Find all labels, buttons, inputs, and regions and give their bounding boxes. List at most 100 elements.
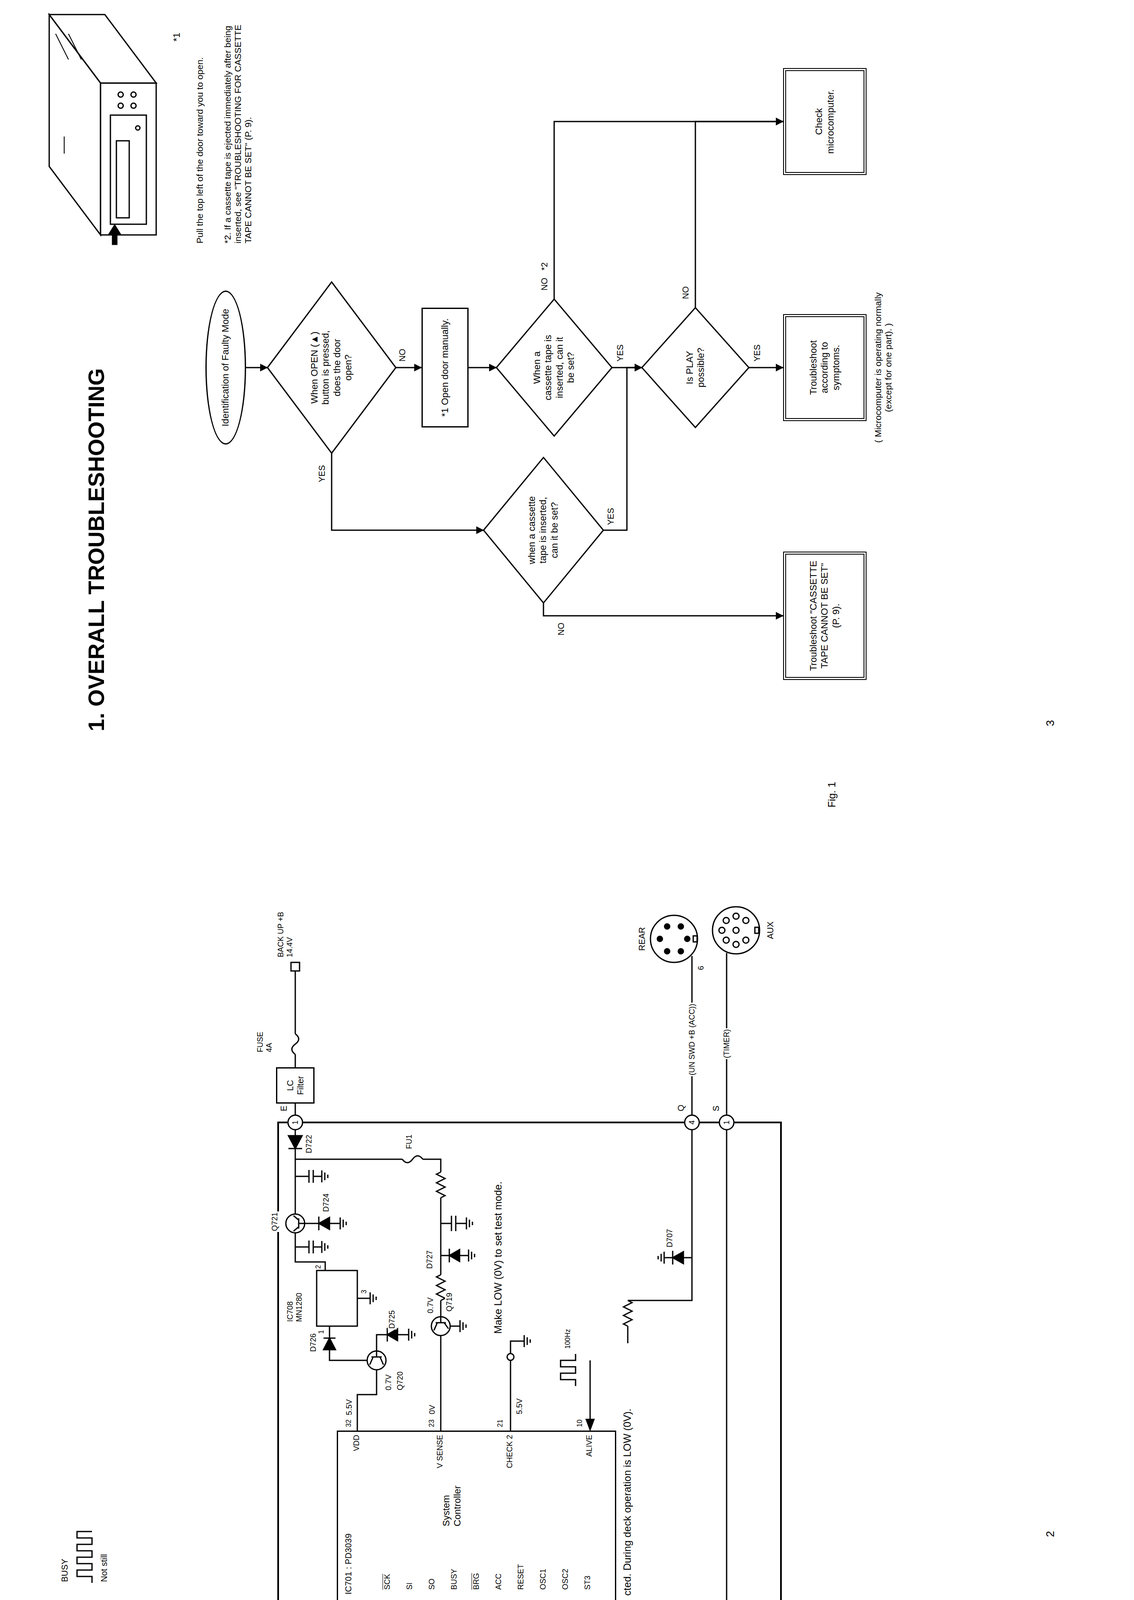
callout-label: 32 bbox=[344, 1418, 353, 1428]
callout-label: 1 bbox=[290, 1119, 300, 1126]
callout-label: ST3 bbox=[583, 1574, 593, 1591]
callout-label: BRG bbox=[472, 1572, 481, 1591]
node-text: when a cassette tape is inserted, can it… bbox=[526, 495, 561, 566]
process-box: *1 Open door manually. bbox=[421, 307, 469, 428]
callout-label: 2 bbox=[1044, 1530, 1057, 1538]
busy-waveform bbox=[77, 1531, 93, 1583]
callout-label: *1 bbox=[171, 31, 182, 43]
voltage-sense-circuit bbox=[295, 1155, 475, 1431]
connector-pins bbox=[287, 952, 734, 1130]
callout-label: 10 bbox=[575, 1418, 584, 1428]
callout-label: Q bbox=[676, 1103, 686, 1113]
circuit-frame bbox=[278, 1122, 781, 1600]
callout-label: (TIMER) bbox=[722, 1028, 732, 1060]
callout-label: 1 bbox=[722, 1119, 732, 1126]
edge-label: YES bbox=[605, 507, 616, 526]
callout-label: Not still bbox=[99, 1552, 110, 1583]
callout-label: 6 bbox=[696, 964, 706, 971]
callout-label: 0.7V bbox=[384, 1373, 394, 1392]
callout-label: 2 bbox=[314, 1264, 323, 1270]
callout-label: 21 bbox=[496, 1418, 505, 1428]
callout-label: E bbox=[279, 1104, 289, 1113]
callout-label: D725 bbox=[387, 1309, 397, 1330]
callout-label: cted. During deck operation is LOW (0V). bbox=[621, 1407, 634, 1597]
page-title: 1. OVERALL TROUBLESHOOTING bbox=[83, 368, 110, 732]
callout-label: 23 bbox=[427, 1418, 436, 1428]
decision-diamond: When a cassette tape is inserted, can it… bbox=[496, 299, 612, 437]
callout-label: FU1 bbox=[404, 1133, 414, 1150]
flow-arrow bbox=[331, 453, 484, 531]
flow-arrow bbox=[246, 367, 268, 369]
result-box: Troubleshoot "CASSETTE TAPE CANNOT BE SE… bbox=[783, 551, 867, 680]
callout-label: SCK bbox=[382, 1573, 392, 1591]
flow-arrow bbox=[695, 121, 784, 308]
callout-label: OSC2 bbox=[561, 1567, 570, 1591]
node-text: When a cassette tape is inserted, can it… bbox=[531, 334, 577, 401]
node-text: When OPEN (▲) button is pressed, does th… bbox=[308, 326, 355, 409]
node-text: *1 Open door manually. bbox=[439, 318, 451, 417]
result-box: Troubleshoot according to symptoms. bbox=[783, 314, 867, 422]
node-text: IC701 : PD3039 bbox=[343, 1533, 354, 1595]
edge-label: YES bbox=[615, 343, 626, 363]
start-oval: Identification of Faulty Mode bbox=[205, 290, 247, 445]
node-text: Troubleshoot according to symptoms. bbox=[807, 323, 842, 413]
callout-label: OSC1 bbox=[538, 1567, 548, 1591]
callout-label: SO bbox=[427, 1577, 437, 1591]
callout-label: IC708 MN1280 bbox=[285, 1285, 304, 1323]
callout-label: Q719 bbox=[445, 1291, 455, 1313]
flow-arrow bbox=[603, 367, 642, 531]
callout-label: Q721 bbox=[270, 1211, 280, 1232]
edge-label: NO bbox=[680, 285, 691, 300]
callout-label: 4 bbox=[687, 1119, 697, 1126]
callout-label: *2. If a cassette tape is ejected immedi… bbox=[222, 11, 254, 245]
callout-label: 0.7V bbox=[426, 1296, 436, 1315]
callout-label: FUSE 4A bbox=[255, 1029, 274, 1054]
edge-label: NO bbox=[397, 347, 408, 363]
node-text: System Controller bbox=[440, 1462, 464, 1527]
callout-label: 5.5V bbox=[515, 1397, 525, 1416]
aux-connector bbox=[712, 906, 760, 954]
callout-label: BUSY bbox=[59, 1558, 70, 1583]
callout-label: V SENSE bbox=[435, 1433, 445, 1470]
edge-label: NO bbox=[539, 276, 550, 292]
callout-label: Q720 bbox=[395, 1370, 405, 1392]
callout-label: Make LOW (0V) to set test mode. bbox=[492, 1180, 505, 1335]
callout-label: ( Microcomputer is operating normally (e… bbox=[872, 281, 894, 455]
callout-label: Fig. 1 bbox=[825, 780, 838, 809]
callout-label: ALIVE bbox=[584, 1433, 594, 1458]
node-text: Is PLAY possible? bbox=[684, 338, 707, 397]
callout-label: D727 bbox=[425, 1249, 435, 1270]
callout-label: CHECK 2 bbox=[505, 1433, 515, 1470]
callout-label: D707 bbox=[665, 1228, 675, 1249]
callout-label: *2 bbox=[539, 261, 550, 272]
callout-label: 1 bbox=[317, 1329, 326, 1335]
decision-diamond: When OPEN (▲) button is pressed, does th… bbox=[267, 282, 396, 454]
callout-label: AUX bbox=[765, 920, 776, 940]
callout-label: 5.5V bbox=[344, 1398, 354, 1417]
flow-arrow bbox=[543, 602, 784, 616]
callout-label: 100Hz bbox=[564, 1328, 572, 1350]
callout-label: ACC bbox=[494, 1572, 504, 1591]
deck-illustration bbox=[49, 14, 157, 245]
filter-box: LC Filter bbox=[276, 1067, 315, 1104]
decision-diamond: Is PLAY possible? bbox=[641, 307, 749, 428]
decision-diamond: when a cassette tape is inserted, can it… bbox=[483, 457, 604, 603]
flow-arrow bbox=[395, 367, 422, 369]
regulator-circuit bbox=[285, 1129, 415, 1431]
callout-label: 3 bbox=[360, 1288, 369, 1295]
flow-arrow bbox=[611, 367, 642, 369]
callout-label: 0V bbox=[427, 1404, 437, 1416]
callout-label: BUSY bbox=[449, 1567, 459, 1591]
result-box: Check microcomputer. bbox=[783, 68, 867, 176]
callout-label: SI bbox=[405, 1581, 415, 1591]
flow-arrow bbox=[468, 367, 497, 369]
edge-label: YES bbox=[317, 464, 327, 484]
callout-label: D724 bbox=[321, 1192, 331, 1213]
flow-arrow bbox=[554, 121, 784, 300]
edge-label: YES bbox=[752, 343, 763, 363]
node-text: Troubleshoot "CASSETTE TAPE CANNOT BE SE… bbox=[807, 560, 842, 671]
callout-label: D726 bbox=[308, 1332, 318, 1353]
